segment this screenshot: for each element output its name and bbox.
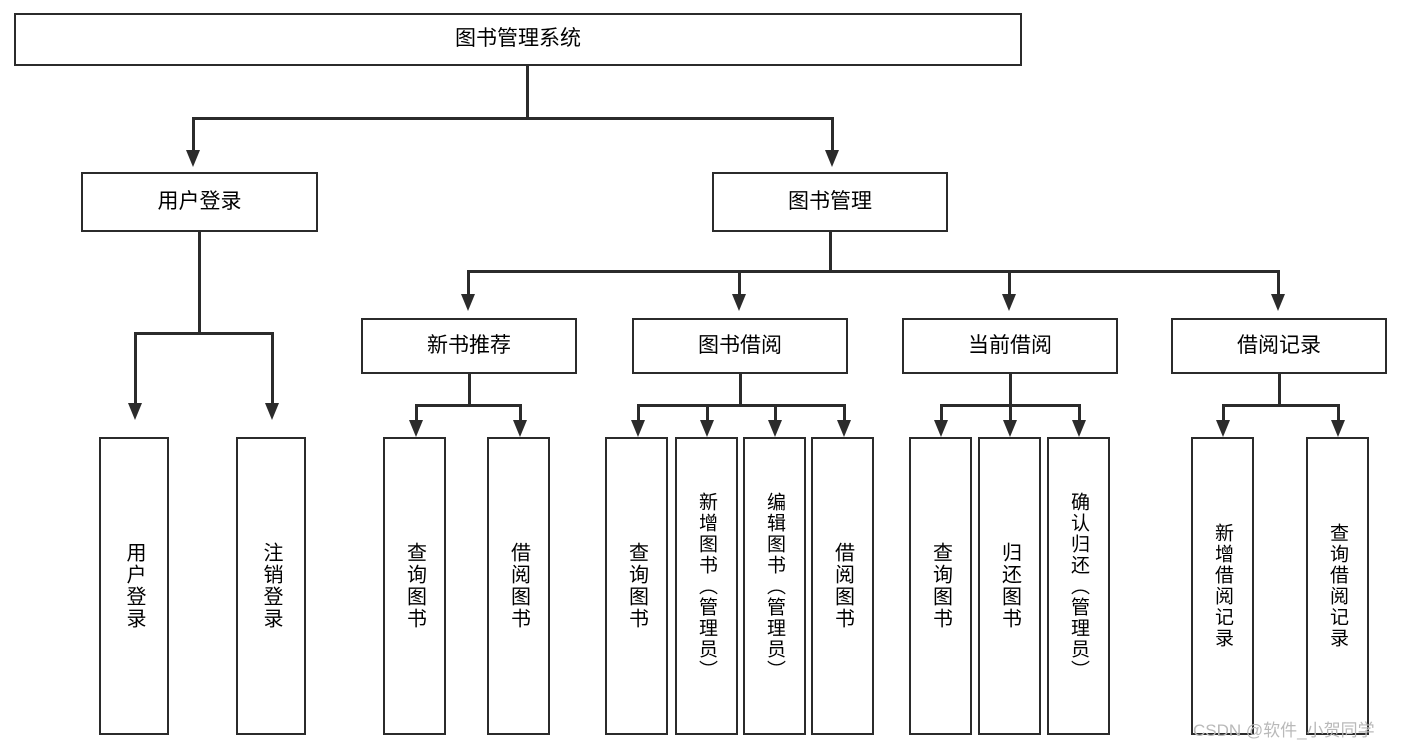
- arrow-bm-to-borrow-record: [1271, 294, 1285, 311]
- connector-bb-stem: [739, 374, 742, 405]
- connector-bb-drop-3: [774, 404, 777, 421]
- connector-nbr-stem: [468, 374, 471, 405]
- arrow-bm-to-book-borrow: [732, 294, 746, 311]
- connector-cb-drop-1: [940, 404, 943, 421]
- node-leaf-add-book[interactable]: 新增图书（管理员）: [675, 437, 738, 735]
- connector-root-bus: [192, 117, 834, 120]
- arrow-nbr-leaf-1: [409, 420, 423, 437]
- node-borrow-record-label: 借阅记录: [1237, 333, 1321, 357]
- csdn-watermark: CSDN @软件_小贺同学: [1193, 721, 1375, 740]
- arrow-nbr-leaf-2: [513, 420, 527, 437]
- node-leaf-edit-book[interactable]: 编辑图书（管理员）: [743, 437, 806, 735]
- node-root-label: 图书管理系统: [455, 27, 581, 51]
- arrow-bm-to-new-book-recommend: [461, 294, 475, 311]
- connector-book-manage-bus: [467, 270, 1279, 273]
- node-leaf-confirm-return-label: 确认归还（管理员）: [1068, 491, 1089, 681]
- connector-root-stem: [526, 66, 529, 118]
- connector-nbr-drop-1: [415, 404, 418, 421]
- node-leaf-query-book-2[interactable]: 查询图书: [605, 437, 668, 735]
- arrow-cb-leaf-3: [1072, 420, 1086, 437]
- arrow-br-leaf-1: [1216, 420, 1230, 437]
- arrow-bb-leaf-1: [631, 420, 645, 437]
- node-new-book-recommend[interactable]: 新书推荐: [361, 318, 577, 374]
- connector-user-login-drop-1: [134, 332, 137, 404]
- node-book-borrow-label: 图书借阅: [698, 333, 782, 357]
- node-leaf-query-borrow-record-label: 查询借阅记录: [1327, 523, 1348, 649]
- connector-bm-drop-2: [738, 270, 741, 295]
- node-leaf-query-book-3-label: 查询图书: [929, 542, 952, 630]
- arrow-bb-leaf-4: [837, 420, 851, 437]
- node-leaf-user-login-label: 用户登录: [123, 542, 145, 630]
- connector-bm-drop-1: [467, 270, 470, 295]
- node-current-borrow[interactable]: 当前借阅: [902, 318, 1118, 374]
- node-root[interactable]: 图书管理系统: [14, 13, 1022, 66]
- node-book-manage-label: 图书管理: [788, 189, 872, 213]
- arrow-bm-to-current-borrow: [1002, 294, 1016, 311]
- connector-bb-bus: [637, 404, 845, 407]
- arrow-br-leaf-2: [1331, 420, 1345, 437]
- node-leaf-user-logout-label: 注销登录: [260, 542, 282, 630]
- connector-user-login-bus: [134, 332, 273, 335]
- connector-br-drop-2: [1337, 404, 1340, 421]
- node-leaf-query-book-1[interactable]: 查询图书: [383, 437, 446, 735]
- node-leaf-query-book-1-label: 查询图书: [403, 542, 426, 630]
- node-leaf-add-book-label: 新增图书（管理员）: [696, 491, 717, 681]
- connector-root-to-book-manage: [831, 117, 834, 151]
- node-new-book-recommend-label: 新书推荐: [427, 333, 511, 357]
- node-leaf-borrow-book-1-label: 借阅图书: [507, 542, 530, 630]
- node-book-borrow[interactable]: 图书借阅: [632, 318, 848, 374]
- connector-nbr-bus: [415, 404, 521, 407]
- node-leaf-confirm-return[interactable]: 确认归还（管理员）: [1047, 437, 1110, 735]
- node-leaf-borrow-book-2-label: 借阅图书: [831, 542, 854, 630]
- connector-br-drop-1: [1222, 404, 1225, 421]
- arrow-user-login-leaf-1: [128, 403, 142, 420]
- node-current-borrow-label: 当前借阅: [968, 333, 1052, 357]
- connector-br-stem: [1278, 374, 1281, 405]
- arrow-root-to-user-login: [186, 150, 200, 167]
- node-leaf-query-borrow-record[interactable]: 查询借阅记录: [1306, 437, 1369, 735]
- arrow-cb-leaf-2: [1003, 420, 1017, 437]
- node-user-login-label: 用户登录: [157, 189, 242, 213]
- arrow-root-to-book-manage: [825, 150, 839, 167]
- node-leaf-user-login[interactable]: 用户登录: [99, 437, 169, 735]
- node-leaf-query-book-2-label: 查询图书: [625, 542, 648, 630]
- connector-book-manage-stem: [829, 232, 832, 271]
- node-book-manage[interactable]: 图书管理: [712, 172, 948, 232]
- connector-bb-drop-4: [843, 404, 846, 421]
- connector-cb-drop-2: [1009, 404, 1012, 421]
- node-user-login[interactable]: 用户登录: [81, 172, 318, 232]
- connector-cb-drop-3: [1078, 404, 1081, 421]
- node-leaf-return-book[interactable]: 归还图书: [978, 437, 1041, 735]
- arrow-user-login-leaf-2: [265, 403, 279, 420]
- arrow-bb-leaf-2: [700, 420, 714, 437]
- node-leaf-borrow-book-2[interactable]: 借阅图书: [811, 437, 874, 735]
- node-leaf-return-book-label: 归还图书: [998, 542, 1021, 630]
- node-leaf-edit-book-label: 编辑图书（管理员）: [764, 491, 785, 681]
- connector-root-to-user-login: [192, 117, 195, 151]
- node-leaf-add-borrow-record[interactable]: 新增借阅记录: [1191, 437, 1254, 735]
- connector-bb-drop-1: [637, 404, 640, 421]
- connector-br-bus: [1222, 404, 1339, 407]
- node-leaf-query-book-3[interactable]: 查询图书: [909, 437, 972, 735]
- connector-user-login-stem: [198, 232, 201, 333]
- connector-bm-drop-4: [1277, 270, 1280, 295]
- connector-cb-stem: [1009, 374, 1012, 405]
- connector-bb-drop-2: [706, 404, 709, 421]
- arrow-cb-leaf-1: [934, 420, 948, 437]
- node-leaf-add-borrow-record-label: 新增借阅记录: [1212, 523, 1233, 649]
- node-leaf-user-logout[interactable]: 注销登录: [236, 437, 306, 735]
- arrow-bb-leaf-3: [768, 420, 782, 437]
- node-leaf-borrow-book-1[interactable]: 借阅图书: [487, 437, 550, 735]
- connector-bm-drop-3: [1008, 270, 1011, 295]
- node-borrow-record[interactable]: 借阅记录: [1171, 318, 1387, 374]
- connector-nbr-drop-2: [519, 404, 522, 421]
- connector-user-login-drop-2: [271, 332, 274, 404]
